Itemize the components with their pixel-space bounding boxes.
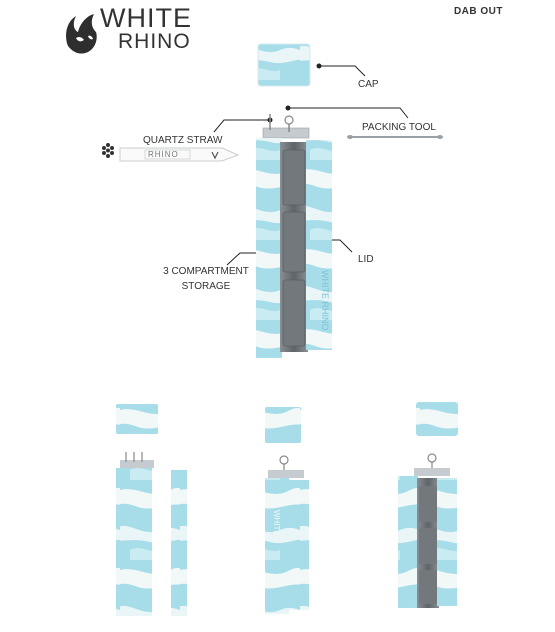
brand-name-line2: RHINO	[118, 30, 191, 53]
straw-brand-text: RHINO	[148, 150, 179, 159]
honeycomb-icon	[102, 143, 114, 158]
label-lid: LID	[358, 254, 374, 265]
svg-text:WHITE RHINO: WHITE RHINO	[320, 270, 330, 331]
packing-tool-part	[347, 135, 443, 139]
svg-text:WHITE: WHITE	[272, 510, 281, 536]
label-quartz-straw: QUARTZ STRAW	[143, 135, 223, 146]
brand-name-line1: WHITE	[100, 3, 192, 33]
variant-3	[398, 402, 458, 608]
quartz-straw-part	[119, 147, 240, 162]
variant-1	[116, 404, 187, 616]
brand-logo	[62, 6, 202, 58]
label-packing-tool: PACKING TOOL	[362, 122, 436, 133]
label-cap: CAP	[358, 79, 379, 90]
label-storage: 3 COMPARTMENT STORAGE	[158, 266, 254, 292]
label-storage-line1: 3 COMPARTMENT	[163, 266, 249, 277]
main-case-body: WHITE RHINO	[256, 114, 332, 358]
label-storage-line2: STORAGE	[181, 281, 231, 292]
variant-2: WHITE	[265, 407, 309, 614]
corner-label: DAB OUT	[453, 6, 503, 17]
rhino-head-icon	[66, 14, 97, 54]
cap-part	[257, 43, 311, 87]
